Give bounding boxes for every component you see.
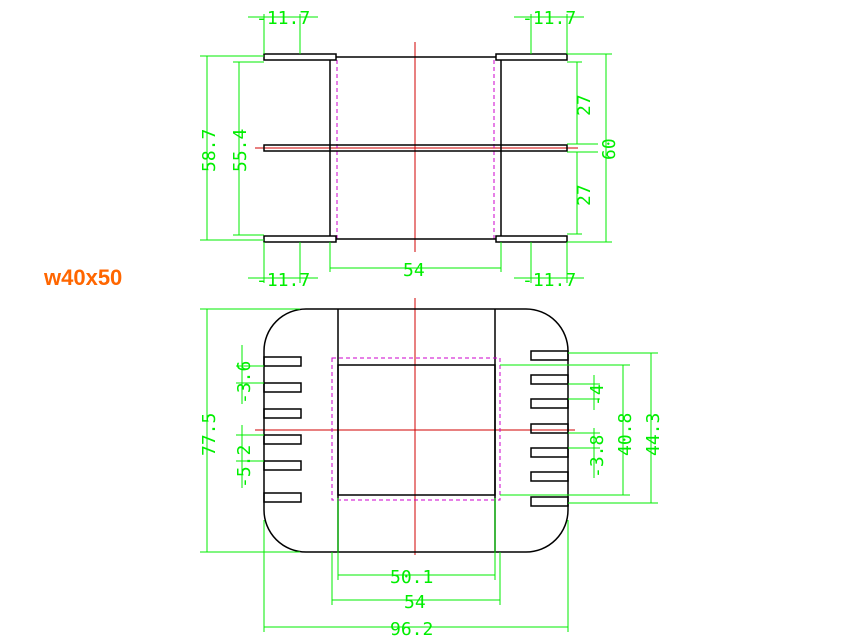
top-flange-upper-left	[263, 53, 337, 61]
dim-bottom-flange-left: -11.7	[256, 270, 310, 291]
dim-upper-gap: 27	[574, 94, 595, 116]
left-pins	[263, 356, 302, 503]
top-flange-middle	[263, 144, 568, 152]
dim-outer-span-right: 44.3	[643, 413, 664, 456]
model-title: w40x50	[43, 265, 122, 290]
dim-total-height: 77.5	[199, 413, 220, 456]
top-view: -11.7 -11.7 -11.7 -11.7 54 58.7 55.4 27 …	[199, 8, 620, 291]
dim-top-core-width: 54	[403, 260, 425, 281]
dim-lower-gap: 27	[574, 184, 595, 206]
bottom-view: 77.5 -3.6 -5.2 -4 -3.8 40.8 44.3 50.1 54…	[199, 298, 664, 638]
dim-core-width: 54	[404, 592, 426, 613]
right-pins	[530, 350, 569, 507]
dim-top-flange-right: -11.7	[522, 8, 576, 29]
hidden-window-outline	[331, 357, 501, 501]
dim-bottom-flange-right: -11.7	[522, 270, 576, 291]
dim-pin-pitch-left: -3.6	[234, 361, 255, 404]
dim-pin-offset-left: -5.2	[234, 445, 255, 488]
top-flange-upper-right	[495, 53, 568, 61]
dim-window-width: 50.1	[390, 567, 433, 588]
dim-total-height-right: 60	[599, 138, 620, 160]
dim-inner-height-left: 55.4	[230, 129, 251, 172]
dim-inner-span-right: 40.8	[615, 413, 636, 456]
dim-pin-offset-right: -3.8	[587, 435, 608, 478]
core-window	[337, 364, 496, 496]
dim-outer-height-left: 58.7	[199, 129, 220, 172]
dim-total-width: 96.2	[390, 619, 433, 638]
top-flange-lower-right	[495, 235, 568, 243]
dim-top-flange-left: -11.7	[256, 8, 310, 29]
dim-pin-pitch-right: -4	[587, 384, 608, 406]
top-flange-lower-left	[263, 235, 337, 243]
